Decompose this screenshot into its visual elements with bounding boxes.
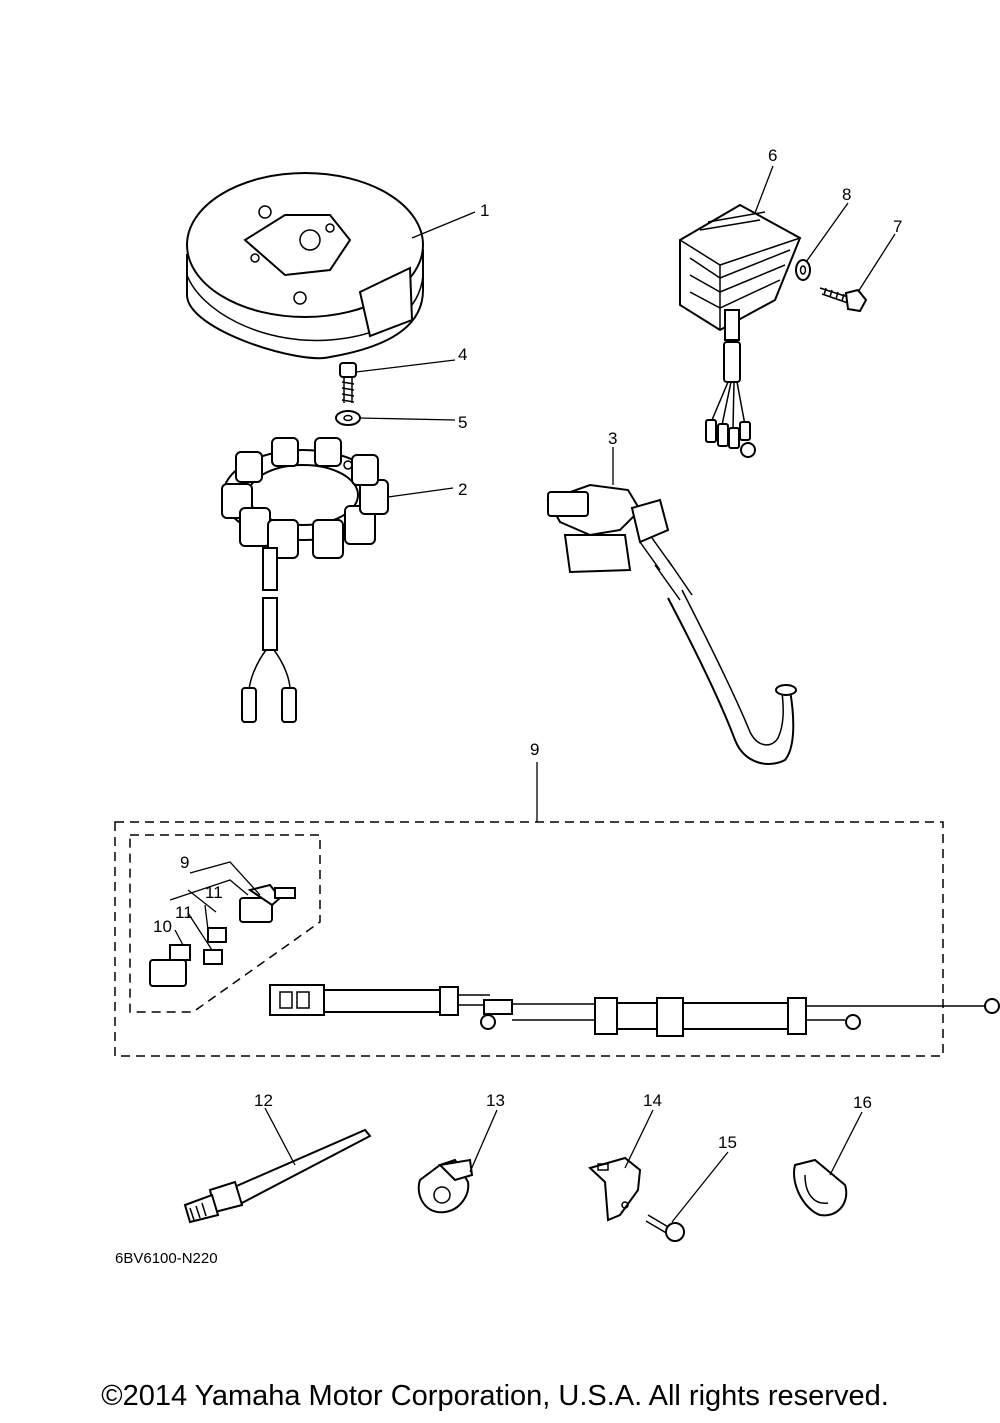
kit-9-outline [114,821,944,1057]
callout-3: 3 [608,429,617,448]
callout-14: 14 [643,1091,662,1110]
bolt-4 [339,362,357,403]
screw-15 [645,1214,685,1242]
callout-9: 9 [530,740,539,759]
screw-7 [819,287,868,313]
callout-4: 4 [458,345,467,364]
diagram-code: 6BV6100-N220 [115,1250,218,1267]
flywheel-rotor [186,172,424,360]
callout-10: 10 [153,917,172,936]
callout-13: 13 [486,1091,505,1110]
callout-15: 15 [718,1133,737,1152]
copyright-notice: ©2014 Yamaha Motor Corporation, U.S.A. A… [101,1380,889,1412]
washer-5 [335,410,361,426]
sensor-coil-cable [546,483,797,765]
callout-labels: 1 2 3 4 5 6 7 8 9 9 10 11 11 12 13 14 15… [153,146,902,1152]
washer-8 [795,259,811,281]
clamp-13 [417,1158,474,1214]
callout-5: 5 [458,413,467,432]
callout-8: 8 [842,185,851,204]
callout-12: 12 [254,1091,273,1110]
callout-16: 16 [853,1093,872,1112]
rectifier-regulator [679,203,802,458]
cable-tie-12 [183,1128,372,1224]
callout-7: 7 [893,217,902,236]
callout-11-upper: 11 [205,883,223,902]
callout-1: 1 [480,201,489,220]
bracket-14 [588,1156,642,1222]
callout-9-inner: 9 [180,853,189,872]
leader-lines [169,165,896,1223]
callout-11-lower: 11 [175,903,193,922]
stator-coil [221,437,389,723]
kit-9-inner-outline [129,834,321,1013]
callout-6: 6 [768,146,777,165]
connector-parts [149,883,296,987]
callout-2: 2 [458,480,467,499]
wire-harness [269,984,1000,1037]
clip-16 [793,1158,848,1217]
